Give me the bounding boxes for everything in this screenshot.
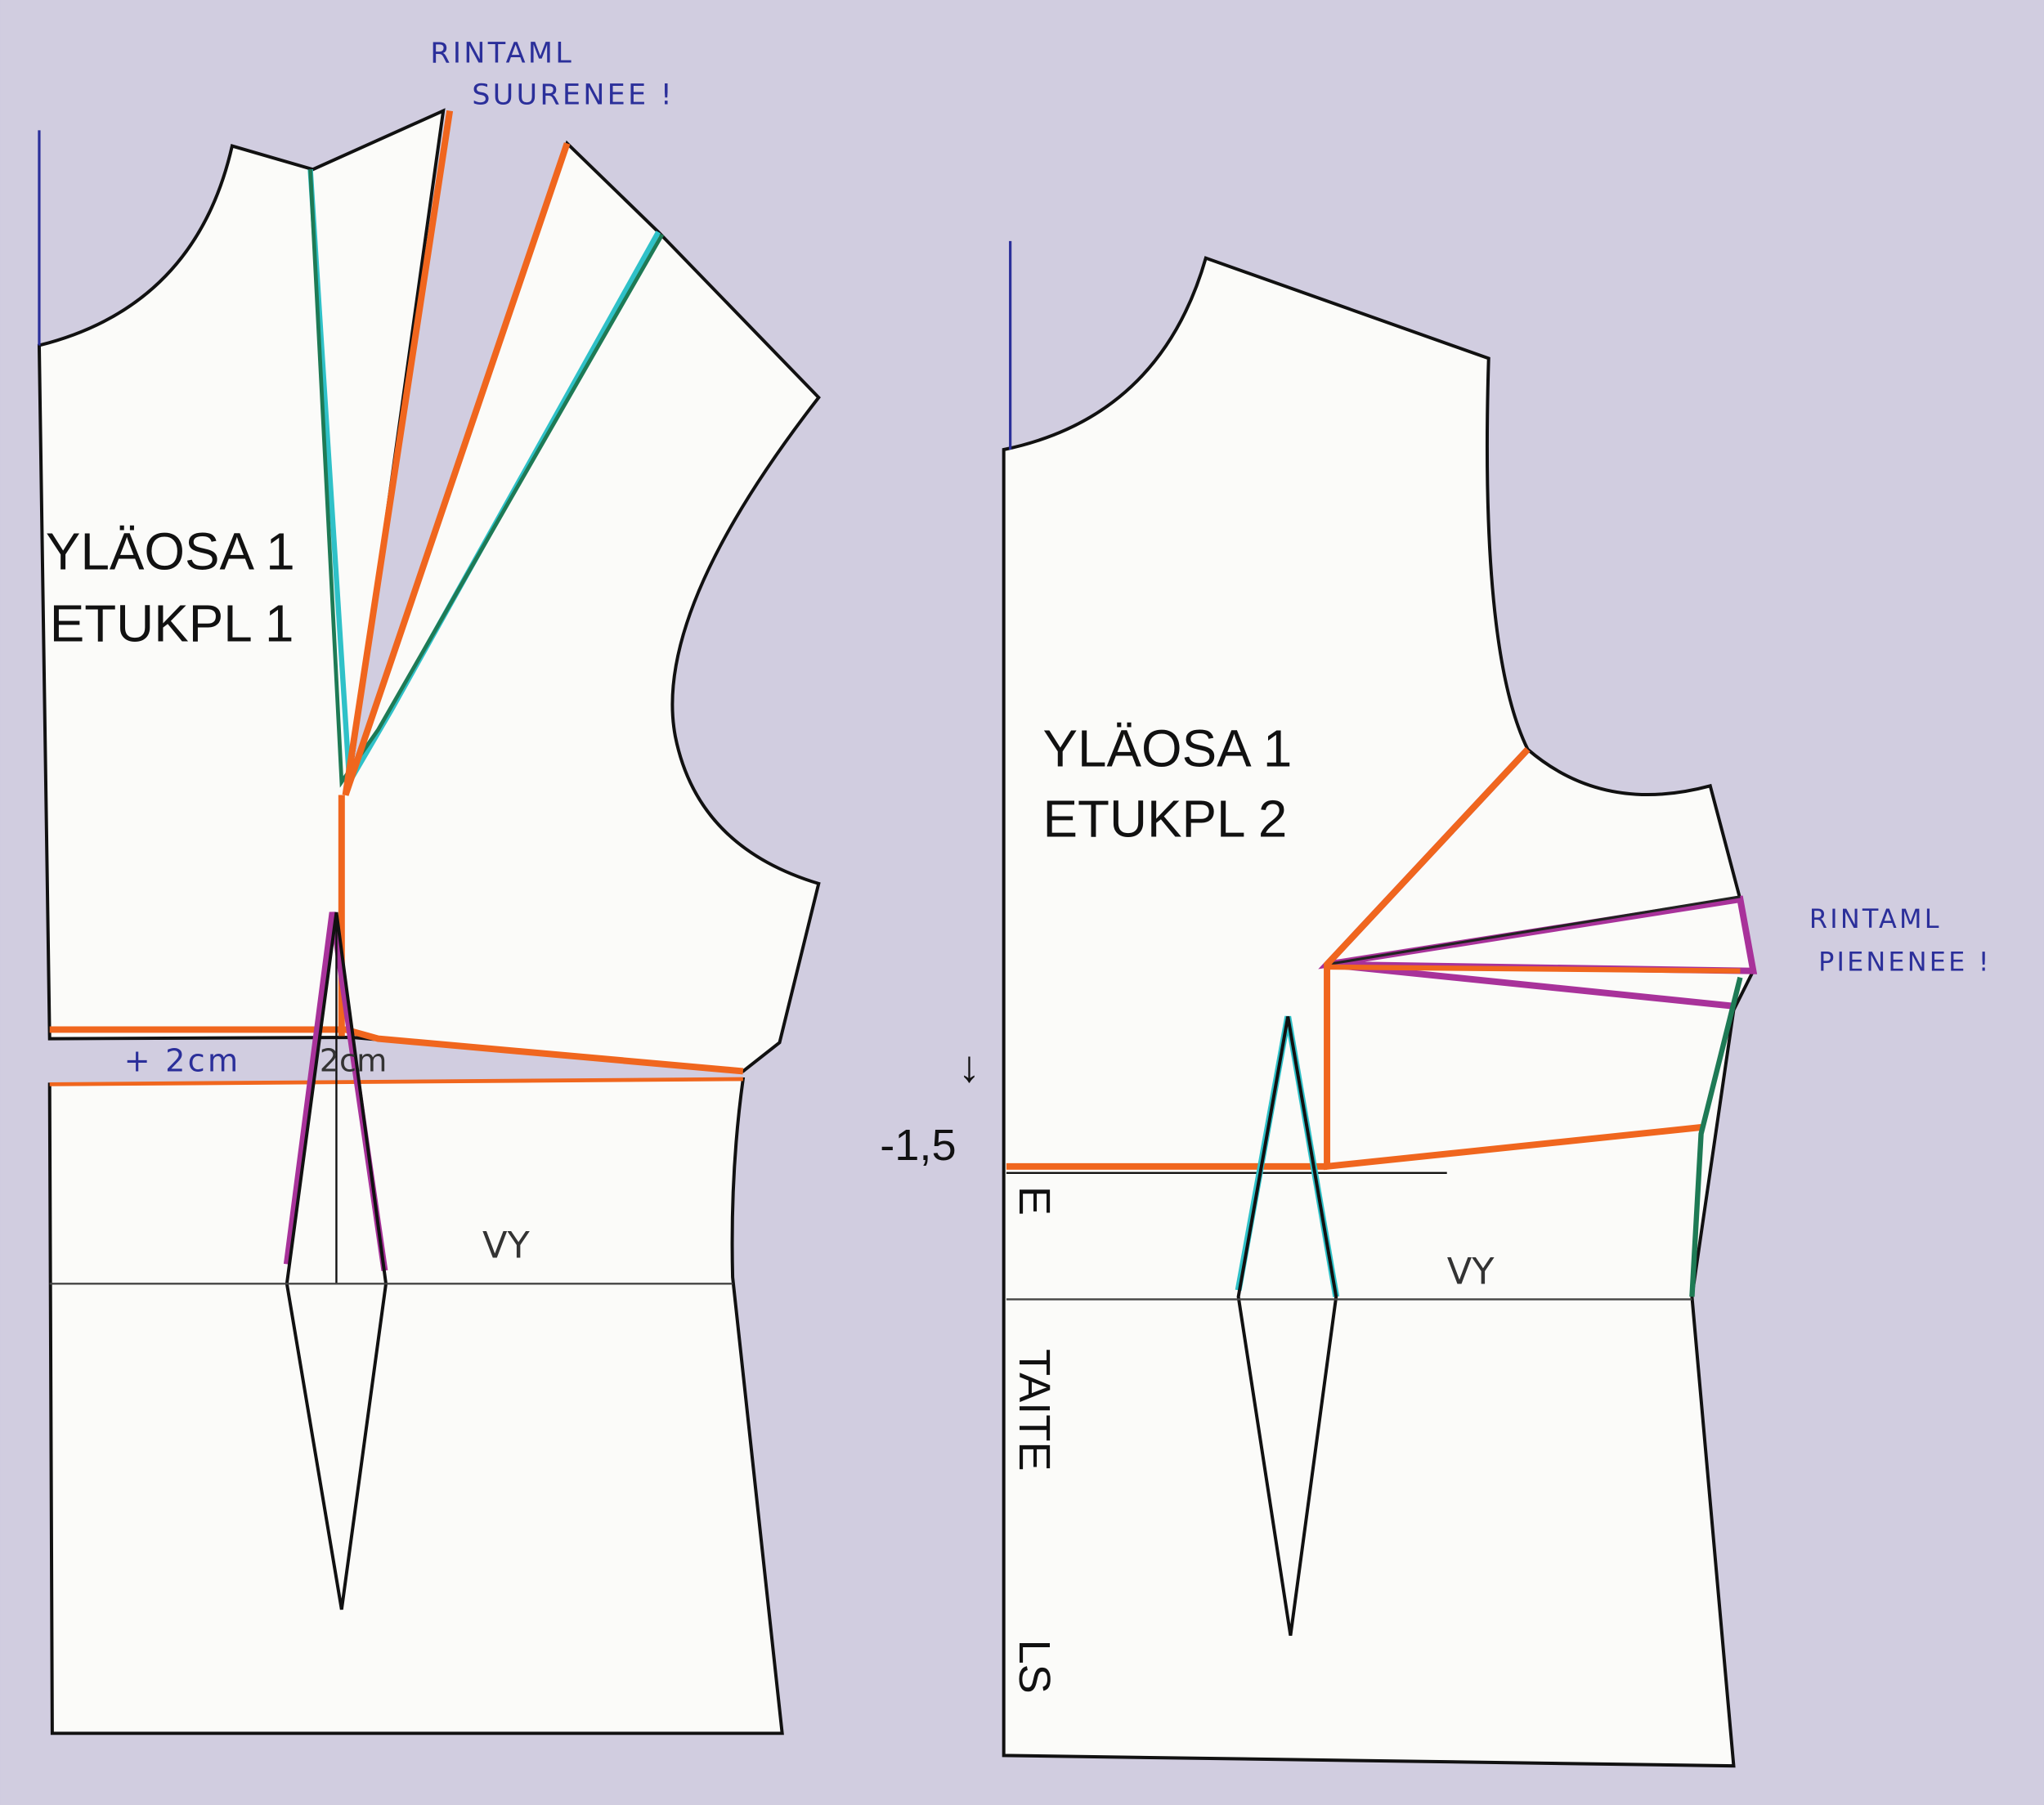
side-seam-green bbox=[1689, 976, 1743, 1297]
lower-bodice-paper bbox=[47, 1077, 784, 1736]
cut-line-lower bbox=[49, 1077, 743, 1086]
waist-label: VY bbox=[482, 1224, 531, 1266]
bodice-paper bbox=[1002, 256, 1755, 1768]
note-line-2: SUURENEE ! bbox=[472, 78, 675, 112]
down-arrow-icon: ↓ bbox=[958, 1042, 980, 1091]
pattern-piece-etukpl-2: YLÄOSA 1 ETUKPL 2 VY -1,5 ↓ E TAITE LS R… bbox=[880, 240, 1992, 1768]
cut-line-orange bbox=[1324, 746, 1702, 1171]
note-line-1: RINTAML bbox=[1809, 903, 1942, 934]
piece-subtitle: ETUKPL 2 bbox=[1043, 789, 1288, 848]
note-line-2: PIENENEE ! bbox=[1818, 947, 1992, 978]
cut-line-orange bbox=[49, 1026, 744, 1075]
piece-title: YLÄOSA 1 bbox=[46, 522, 295, 581]
note-line-1: RINTAML bbox=[430, 37, 574, 70]
adjustment-pencil-label: 2cm bbox=[320, 1042, 388, 1079]
fold-label: TAITE bbox=[1010, 1349, 1059, 1471]
waist-dart bbox=[1236, 1016, 1338, 1637]
adjustment-label: + 2cm bbox=[124, 1042, 241, 1079]
pattern-piece-etukpl-1: YLÄOSA 1 ETUKPL 1 VY + 2cm 2cm RINTAML S… bbox=[37, 37, 821, 1736]
ls-label: LS bbox=[1010, 1640, 1059, 1694]
bust-cut-orange bbox=[1327, 964, 1741, 974]
piece-subtitle: ETUKPL 1 bbox=[50, 593, 294, 652]
adjustment-label: -1,5 bbox=[880, 1121, 956, 1170]
dart-orange-lines bbox=[342, 110, 571, 796]
e-label: E bbox=[1010, 1186, 1059, 1216]
upper-bodice-paper bbox=[37, 108, 821, 1073]
waist-label: VY bbox=[1447, 1250, 1495, 1292]
piece-title: YLÄOSA 1 bbox=[1043, 719, 1293, 777]
